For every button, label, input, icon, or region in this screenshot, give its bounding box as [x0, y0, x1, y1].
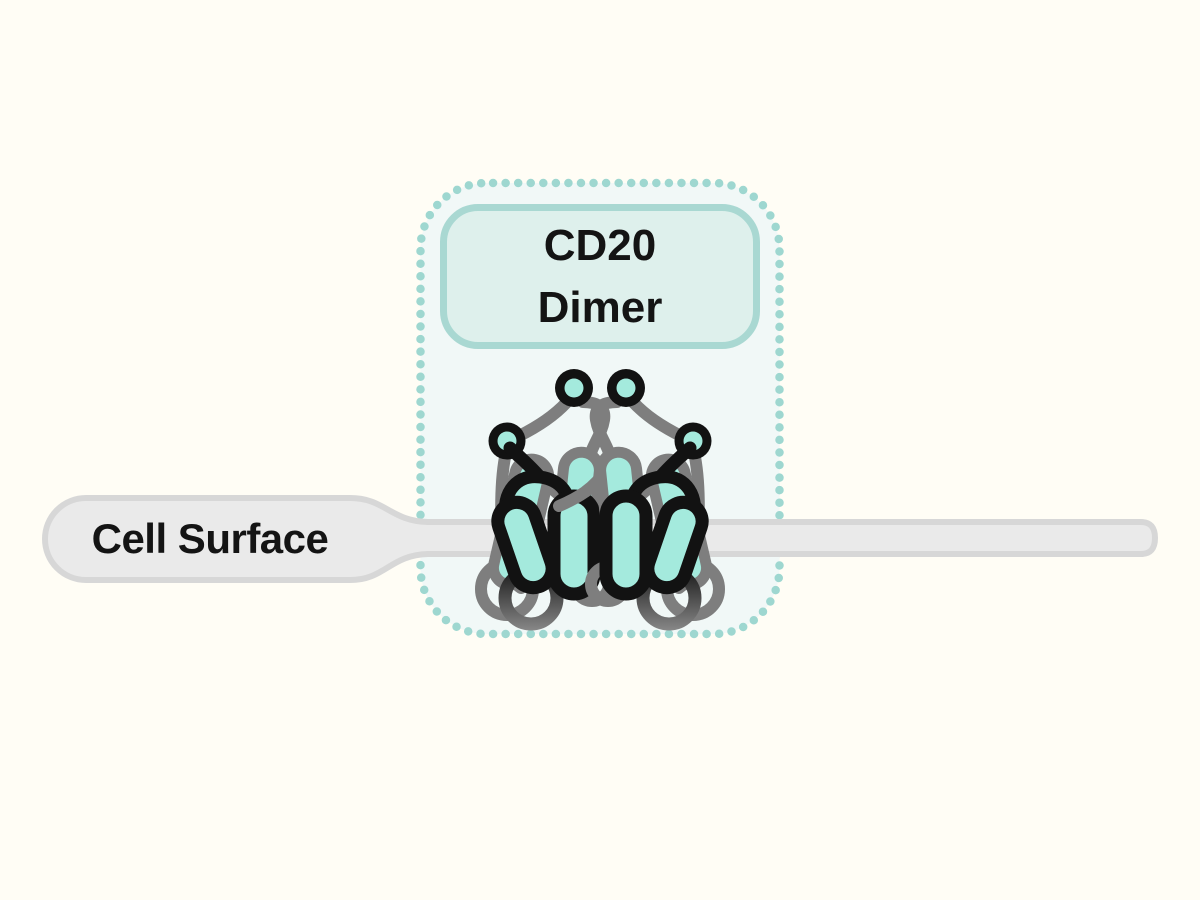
callout-line-2: Dimer: [537, 282, 663, 332]
callout-line-1: CD20: [543, 220, 657, 270]
dimer-callout-box: CD20 Dimer: [440, 204, 760, 349]
cell-surface-label: Cell Surface: [91, 515, 329, 562]
